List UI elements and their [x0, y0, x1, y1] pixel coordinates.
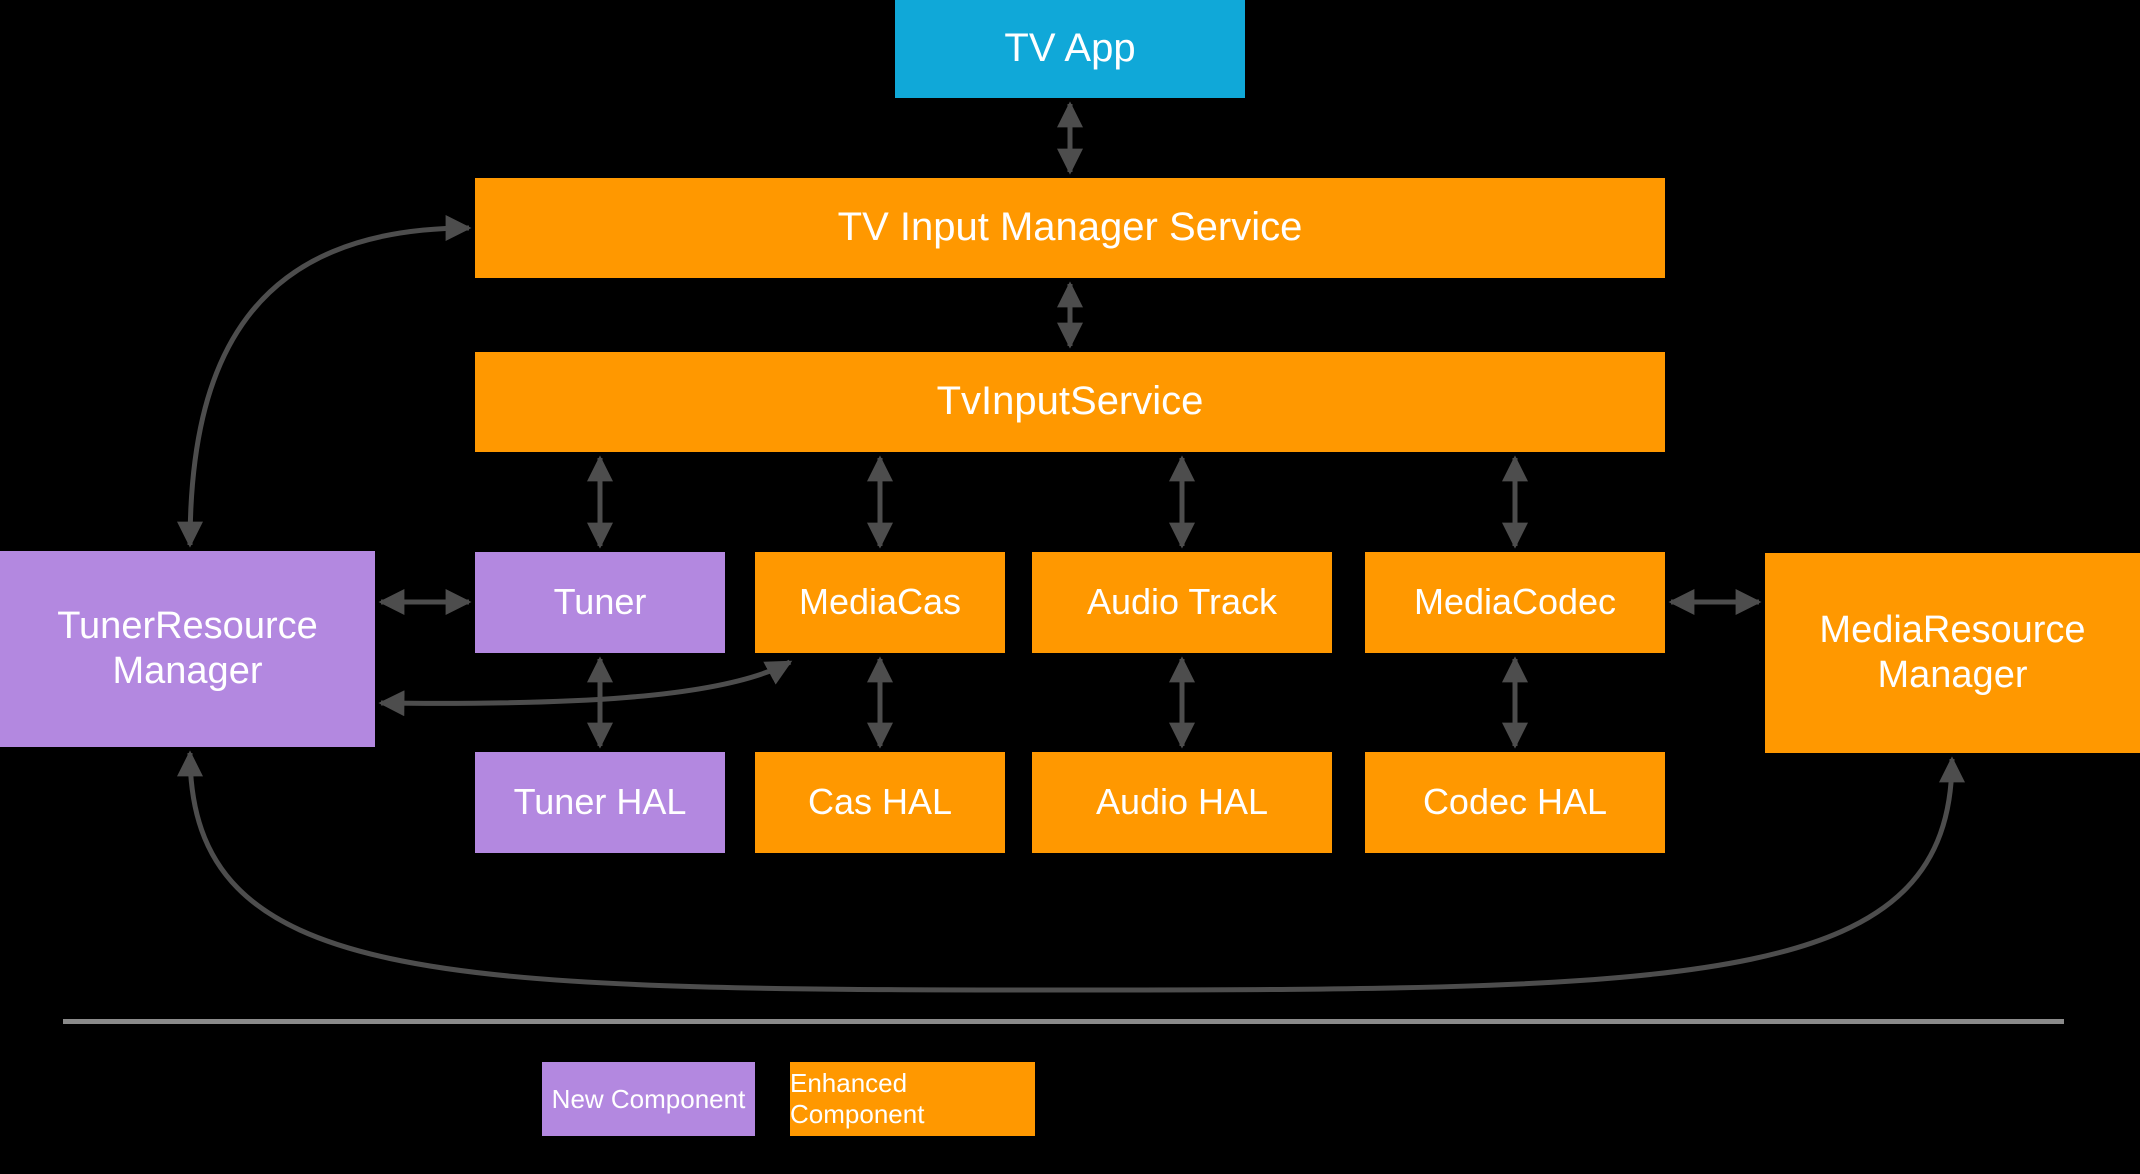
- node-media-resource-manager-label: MediaResource Manager: [1819, 609, 2086, 696]
- node-tuner-label: Tuner: [553, 581, 647, 623]
- node-media-cas-label: MediaCas: [798, 581, 962, 623]
- connector-tunerresourcemanager-tvinputmanager: [177, 215, 472, 548]
- node-audio-track[interactable]: Audio Track: [1032, 552, 1332, 653]
- legend-divider: [63, 1019, 2064, 1024]
- node-tuner-hal-label: Tuner HAL: [513, 781, 687, 823]
- node-media-codec-label: MediaCodec: [1413, 581, 1617, 623]
- node-tv-input-manager-service[interactable]: TV Input Manager Service: [475, 178, 1665, 278]
- legend-item-enhanced-component: Enhanced Component: [790, 1062, 1035, 1136]
- node-cas-hal-label: Cas HAL: [807, 781, 953, 823]
- node-tuner-resource-manager[interactable]: TunerResource Manager: [0, 551, 375, 747]
- legend-item-enhanced-component-label: Enhanced Component: [790, 1068, 925, 1129]
- connector-mediacas-tunerresourcemanager: [378, 659, 793, 717]
- node-audio-hal-label: Audio HAL: [1095, 781, 1269, 823]
- legend-item-new-component-label: New Component: [551, 1083, 746, 1114]
- node-audio-hal[interactable]: Audio HAL: [1032, 752, 1332, 853]
- node-audio-track-label: Audio Track: [1086, 581, 1278, 623]
- node-tv-input-service[interactable]: TvInputService: [475, 352, 1665, 452]
- legend-item-new-component: New Component: [542, 1062, 755, 1136]
- node-media-codec[interactable]: MediaCodec: [1365, 552, 1665, 653]
- node-media-resource-manager[interactable]: MediaResource Manager: [1765, 553, 2140, 753]
- node-tv-input-service-label: TvInputService: [936, 379, 1204, 424]
- node-media-cas[interactable]: MediaCas: [755, 552, 1005, 653]
- node-codec-hal-label: Codec HAL: [1422, 781, 1608, 823]
- node-tv-app-label: TV App: [1004, 26, 1136, 71]
- node-tuner-resource-manager-label: TunerResource Manager: [57, 605, 318, 692]
- node-codec-hal[interactable]: Codec HAL: [1365, 752, 1665, 853]
- node-tv-input-manager-service-label: TV Input Manager Service: [837, 205, 1303, 250]
- node-tuner-hal[interactable]: Tuner HAL: [475, 752, 725, 853]
- node-cas-hal[interactable]: Cas HAL: [755, 752, 1005, 853]
- node-tv-app[interactable]: TV App: [895, 0, 1245, 98]
- node-tuner[interactable]: Tuner: [475, 552, 725, 653]
